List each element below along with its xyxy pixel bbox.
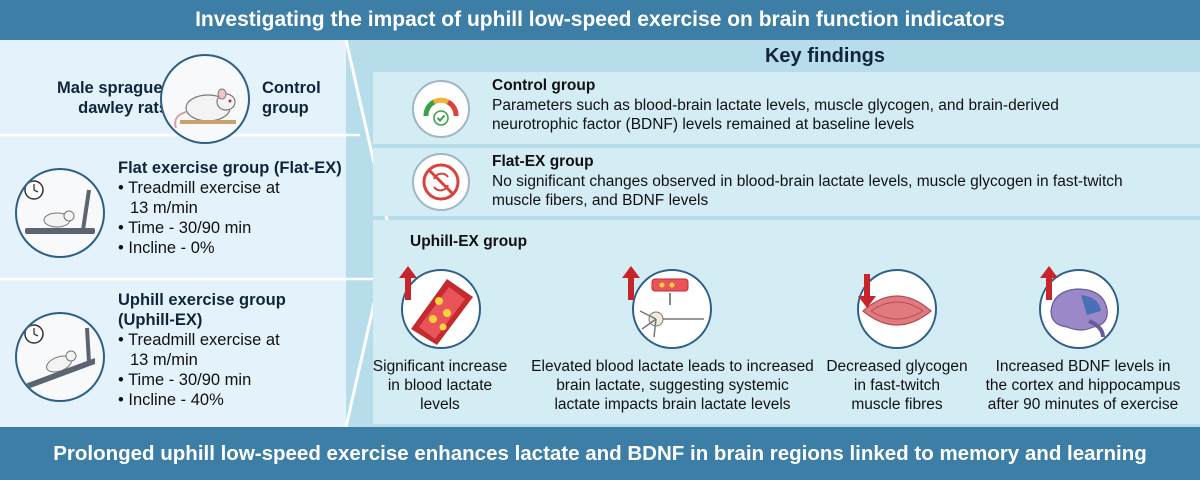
- uphill-exercise-description: Uphill exercise group (Uphill-EX) • Trea…: [118, 290, 358, 410]
- uphill-exercise-title: Uphill exercise group: [118, 291, 286, 309]
- up-arrow-icon: [1040, 266, 1058, 300]
- uphill-group-heading: Uphill-EX group: [410, 233, 528, 250]
- control-group-finding: Parameters such as blood-brain lactate l…: [492, 97, 1059, 133]
- flat-group-heading: Flat-EX group: [492, 153, 594, 170]
- flat-group-finding: No significant changes observed in blood…: [492, 173, 1123, 209]
- uphill-treadmill-icon: [15, 312, 105, 402]
- title-banner: Investigating the impact of uphill low-s…: [0, 0, 1200, 40]
- flat-treadmill-icon: [15, 168, 105, 258]
- up-arrow-icon: [622, 266, 640, 300]
- page-title: Investigating the impact of uphill low-s…: [195, 8, 1005, 31]
- no-change-icon: [412, 153, 470, 211]
- control-group-label: Control group: [262, 79, 321, 117]
- key-findings-title: Key findings: [764, 45, 885, 67]
- flat-exercise-description: Flat exercise group (Flat-EX) • Treadmil…: [118, 158, 378, 258]
- subjects-label: Male sprague- dawley rats: [57, 79, 168, 117]
- rat-icon: [160, 54, 250, 144]
- muscle-icon: [857, 269, 937, 349]
- brain-icon: [1039, 269, 1119, 349]
- uphill-finding-glycogen: Decreased glycogen in fast-twitch muscle…: [826, 358, 968, 413]
- finding-row-flat: [373, 148, 1200, 216]
- down-arrow-icon: [858, 274, 876, 308]
- conclusion-banner: Prolonged uphill low-speed exercise enha…: [0, 427, 1200, 480]
- control-group-heading: Control group: [492, 77, 596, 94]
- finding-row-control: [373, 72, 1200, 144]
- uphill-finding-bdnf: Increased BDNF levels in the cortex and …: [985, 358, 1181, 413]
- gauge-check-icon: [412, 80, 470, 138]
- flat-exercise-title: Flat exercise group (Flat-EX): [118, 159, 342, 177]
- conclusion-text: Prolonged uphill low-speed exercise enha…: [53, 441, 1147, 465]
- blood-vessel-icon: [401, 269, 481, 349]
- uphill-finding-blood-lactate: Significant increase in blood lactate le…: [372, 358, 508, 413]
- neuron-icon: [632, 269, 712, 349]
- uphill-finding-brain-lactate: Elevated blood lactate leads to increase…: [531, 358, 814, 413]
- up-arrow-icon: [399, 266, 417, 300]
